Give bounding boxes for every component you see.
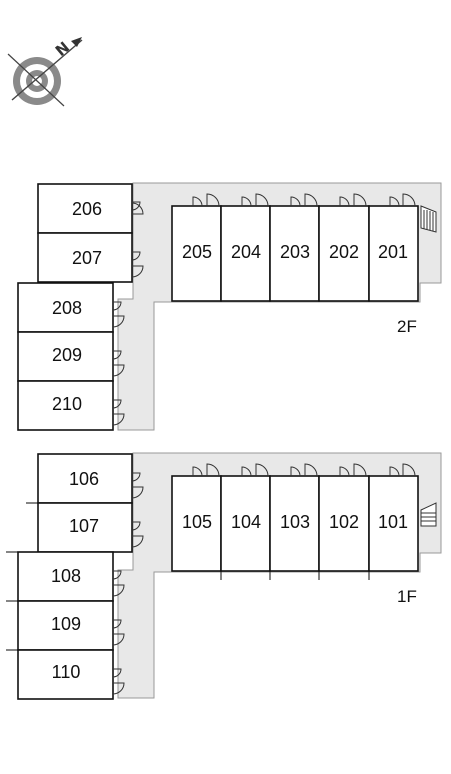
room-203: 203 (269, 205, 320, 302)
room-number: 204 (231, 242, 261, 262)
compass-rose-icon: N (7, 37, 83, 107)
room-109: 109 (17, 600, 114, 651)
door-icons-left (112, 472, 144, 695)
room-number: 206 (72, 199, 102, 219)
room-201: 201 (368, 205, 419, 302)
room-101: 101 (368, 475, 419, 572)
room-207: 207 (37, 232, 133, 283)
room-number: 108 (51, 566, 81, 586)
floor-label: 2F (397, 317, 417, 336)
room-number: 208 (52, 298, 82, 318)
room-number: 110 (52, 662, 81, 682)
stairs-icon (420, 205, 437, 233)
room-110: 110 (17, 649, 114, 700)
room-number: 107 (69, 516, 99, 536)
door-icons-row (192, 463, 416, 477)
wall-ticks (6, 502, 370, 651)
floor-1f-plan: 106 107 108 109 110 105 104 103 (6, 452, 442, 700)
room-number: 106 (69, 469, 99, 489)
room-107: 107 (37, 502, 133, 553)
room-number: 202 (329, 242, 359, 262)
room-number: 101 (378, 512, 408, 532)
room-number: 103 (280, 512, 310, 532)
door-icons-left (112, 201, 144, 426)
compass-north-label: N (52, 38, 73, 60)
room-number: 104 (231, 512, 261, 532)
room-number: 203 (280, 242, 310, 262)
room-205: 205 (171, 205, 222, 302)
stairs-icon (420, 502, 437, 527)
floor-label: 1F (397, 587, 417, 606)
door-icons-row (192, 193, 416, 207)
room-number: 205 (182, 242, 212, 262)
room-108: 108 (17, 551, 114, 602)
room-204: 204 (220, 205, 271, 302)
room-number: 201 (378, 242, 408, 262)
room-102: 102 (318, 475, 370, 572)
room-105: 105 (171, 475, 222, 572)
room-210: 210 (17, 380, 114, 431)
room-number: 109 (51, 614, 81, 634)
room-number: 209 (52, 345, 82, 365)
room-104: 104 (220, 475, 271, 572)
room-number: 102 (329, 512, 359, 532)
room-106: 106 (37, 453, 133, 504)
room-206: 206 (37, 183, 133, 234)
room-209: 209 (17, 331, 114, 382)
room-number: 105 (182, 512, 212, 532)
room-202: 202 (318, 205, 370, 302)
room-208: 208 (17, 282, 114, 333)
room-103: 103 (269, 475, 320, 572)
floor-2f-plan: 206 207 208 209 210 205 204 203 (17, 182, 442, 431)
room-number: 210 (52, 394, 82, 414)
room-number: 207 (72, 248, 102, 268)
